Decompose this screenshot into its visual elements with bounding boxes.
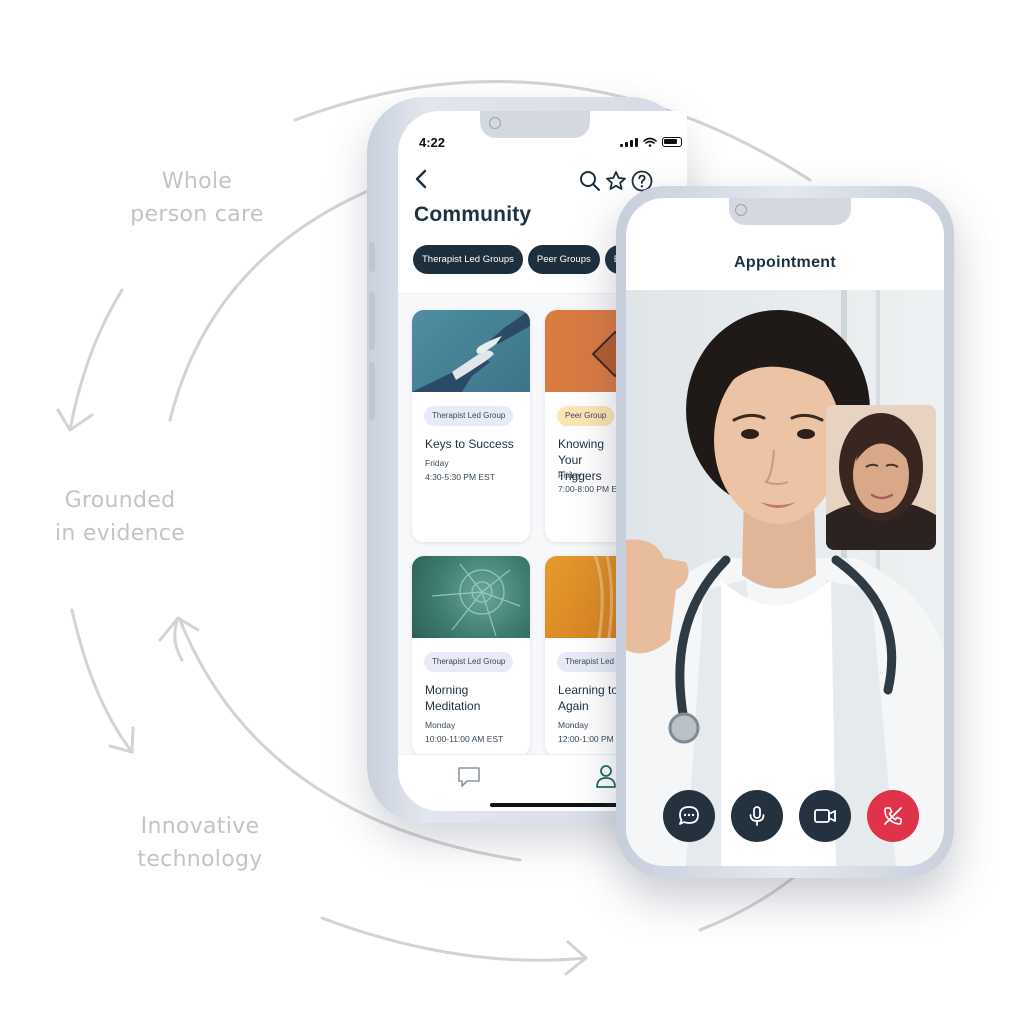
self-view-video[interactable] <box>826 405 936 550</box>
group-card[interactable]: Therapist Led Group Morning Meditation M… <box>412 556 530 756</box>
arrow-inner-left-up <box>158 616 200 662</box>
back-chevron-icon[interactable] <box>412 167 432 191</box>
hands-illustration <box>412 310 530 392</box>
card-day: Monday <box>425 720 456 730</box>
loop-arc-top <box>293 80 812 182</box>
card-time: 4:30-5:30 PM EST <box>425 472 495 482</box>
side-button <box>369 242 375 272</box>
arrow-bottom <box>320 916 588 976</box>
camera-button[interactable] <box>799 790 851 842</box>
status-time: 4:22 <box>419 135 446 150</box>
call-controls <box>663 790 919 842</box>
card-title: Knowing Your Triggers <box>558 437 605 483</box>
phone-notch <box>729 198 851 225</box>
label-innovative-technology: Innovative technology <box>137 814 263 872</box>
patient-video <box>826 405 936 550</box>
card-time: 7:00-8:00 PM EST <box>558 484 628 494</box>
arrow-middle-left <box>70 608 135 754</box>
abstract-illustration <box>593 556 614 638</box>
card-title: Learning to Again <box>558 683 619 713</box>
doctor-video <box>626 290 944 866</box>
chat-icon <box>679 806 699 825</box>
star-icon[interactable] <box>604 169 628 193</box>
succulent-illustration <box>431 563 521 637</box>
loop-arc-bottom-inner <box>178 618 522 862</box>
chip-therapist-led-groups[interactable]: Therapist Led Groups <box>413 245 523 274</box>
side-button <box>369 362 375 420</box>
card-image-succulent <box>412 556 530 638</box>
page-title: Community <box>414 203 532 226</box>
label-grounded-in-evidence: Grounded in evidence <box>54 488 186 546</box>
signal-icon <box>620 137 638 147</box>
chat-bubble-icon[interactable] <box>456 765 482 789</box>
card-time: 12:00-1:00 PM EST <box>558 734 633 744</box>
appointment-title: Appointment <box>734 254 836 271</box>
card-time: 10:00-11:00 AM EST <box>425 734 504 744</box>
end-call-button[interactable] <box>867 790 919 842</box>
video-camera-icon <box>814 809 836 823</box>
card-title: Morning Meditation <box>425 683 481 713</box>
card-day: Friday <box>558 470 582 480</box>
card-tag: Therapist Led Group <box>424 652 514 672</box>
card-day: Monday <box>558 720 589 730</box>
divider <box>398 293 687 294</box>
card-title: Keys to Success <box>425 437 514 451</box>
side-button <box>369 292 375 350</box>
card-tag: Peer Group <box>557 406 615 426</box>
microphone-icon <box>749 806 765 826</box>
end-call-icon <box>884 807 902 825</box>
card-day: Friday <box>425 458 449 468</box>
home-indicator <box>490 803 618 807</box>
camera-icon <box>489 117 501 129</box>
chip-peer-groups[interactable]: Peer Groups <box>527 245 600 274</box>
status-icons <box>620 137 682 147</box>
mute-button[interactable] <box>731 790 783 842</box>
card-tag: Therapist Led Group <box>424 406 514 426</box>
battery-icon <box>662 137 682 147</box>
card-image-hands <box>412 310 530 392</box>
chat-button[interactable] <box>663 790 715 842</box>
profile-icon[interactable] <box>594 763 618 789</box>
phone-notch <box>480 111 590 138</box>
appointment-screen: Appointment <box>626 198 944 866</box>
label-whole-person-care: Whole person care <box>130 169 264 227</box>
arrow-top-left <box>56 288 124 432</box>
wifi-icon <box>643 137 657 147</box>
appointment-phone: Appointment <box>616 186 954 878</box>
search-icon[interactable] <box>578 169 602 193</box>
group-card[interactable]: Therapist Led Group Keys to Success Frid… <box>412 310 530 542</box>
main-video-feed <box>626 290 944 866</box>
camera-icon <box>735 204 747 216</box>
loop-arc-left-inner <box>168 188 372 422</box>
